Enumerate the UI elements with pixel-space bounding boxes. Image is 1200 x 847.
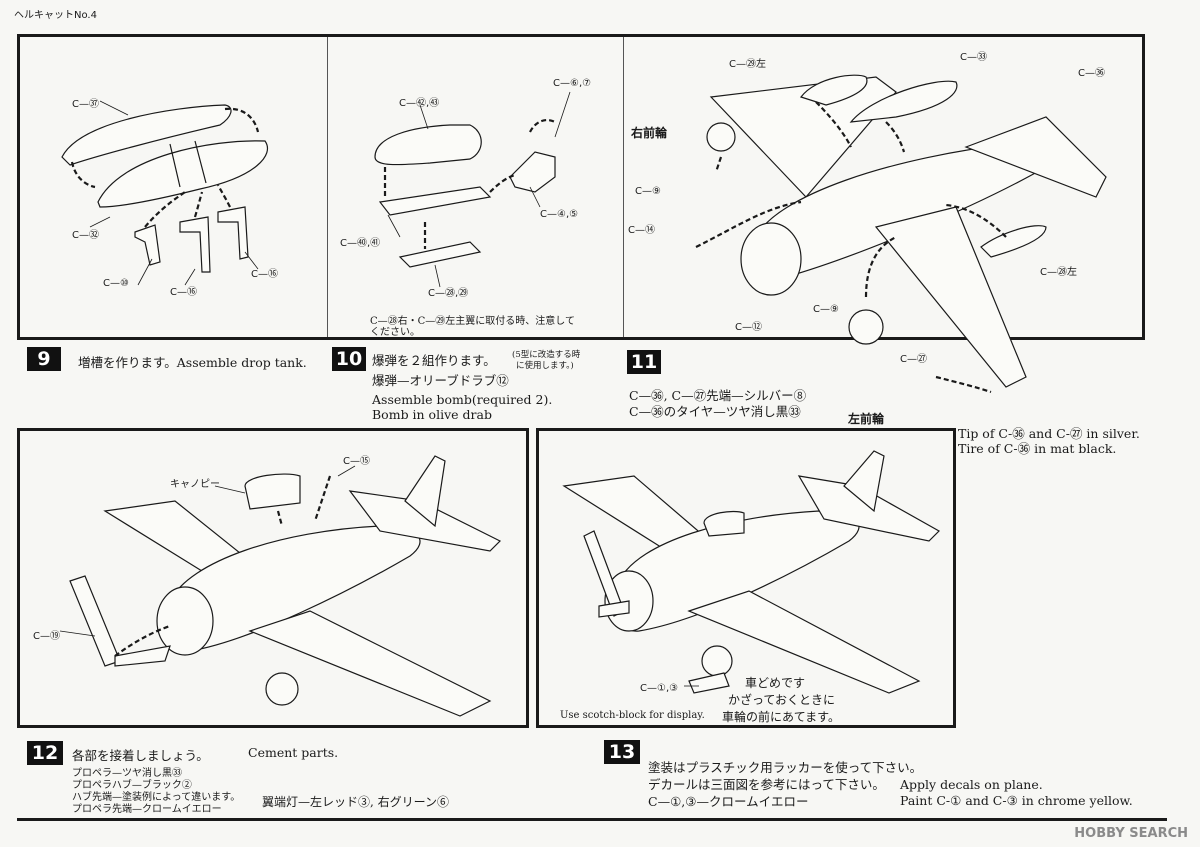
step12-note-3: ハブ先端—塗装例によって違います。 [72, 792, 241, 803]
step13-eng2: Paint C-① and C-③ in chrome yellow. [900, 793, 1133, 808]
step13-line1: 塗装はプラスチック用ラッカーを使って下さい。 [648, 760, 923, 775]
step10-note-1: (5型に改造する時 [512, 350, 581, 360]
step11-eng1: Tip of C-㊱ and C-㉗ in silver. [958, 426, 1140, 441]
step13-chock-jp-3: 車輪の前にあてます。 [722, 710, 840, 724]
drop-tank-illustration [61, 100, 269, 286]
step12-label-c19: C—⑲ [33, 631, 60, 642]
bomb-illustration [374, 91, 571, 288]
step10-line1: 爆弾を２組作ります。 [372, 353, 496, 368]
step10-line2: 爆弾—オリーブドラブ⑫ [372, 373, 509, 388]
assembly-aircraft-illustration [59, 455, 502, 717]
step10-caution-line2: ください。 [370, 327, 420, 338]
step10-line4: Bomb in olive drab [372, 407, 492, 422]
step11-label-c27: C—㉗ [900, 354, 927, 365]
step13-eng1: Apply decals on plane. [900, 777, 1043, 792]
step12-wingtip: 翼端灯—左レッド③, 右グリーン⑥ [262, 795, 450, 809]
step11-label-c29-left: C—㉙左 [729, 59, 766, 70]
step9-label-c32: C—㉜ [72, 230, 99, 241]
step10-label-c4-5: C—④,⑤ [540, 209, 579, 220]
step12-note-4: プロペラ先端—クロームイエロー [72, 804, 222, 815]
header-label: ヘルキャットNo.4 [14, 10, 97, 21]
step13-chock-jp-1: 車どめです [745, 676, 806, 690]
step12-label-c15: C—⑮ [343, 456, 370, 467]
step12-note-1: プロペラ—ツヤ消し黒㉝ [72, 768, 182, 779]
step10-caution-line1: C—㉘右・C—㉙左主翼に取付る時、注意して [370, 316, 576, 327]
step12-line1: 各部を接着しましょう。 [72, 748, 209, 763]
step11-label-c14: C—⑭ [628, 225, 655, 236]
step11-label-c33: C—㉝ [960, 52, 987, 63]
finished-aircraft-illustration [562, 450, 940, 694]
step11-line2: C—㊱のタイヤ—ツヤ消し黒㉝ [629, 404, 801, 419]
step10-label-c40-41: C—㊵,㊶ [340, 238, 381, 249]
aircraft-underside-illustration [695, 74, 1107, 394]
step13-badge: 13 [604, 740, 640, 764]
step9-label-c10: C—⑩ [103, 278, 129, 289]
step10-line3: Assemble bomb(required 2). [372, 392, 553, 407]
step10-label-c28-29: C—㉘,㉙ [428, 288, 469, 299]
step11-eng2: Tire of C-㊱ in mat black. [958, 441, 1117, 456]
step9-label-c16a: C—⑯ [170, 287, 197, 298]
step11-line1: C—㊱, C—㉗先端—シルバー⑧ [629, 388, 807, 403]
step13-label-c1-3: C—①,③ [640, 683, 679, 694]
step10-badge: 10 [332, 347, 366, 371]
step11-badge: 11 [627, 350, 661, 374]
bottom-rule [17, 818, 1167, 821]
step9-text: 増槽を作ります。Assemble drop tank. [78, 355, 307, 370]
step11-label-c9a: C—⑨ [635, 186, 661, 197]
step11-label-left-front-wheel: 左前輪 [848, 412, 885, 426]
step13-chock-en: Use scotch-block for display. [560, 710, 705, 721]
step13-chock-jp-2: かざっておくときに [728, 693, 836, 707]
step12-note-2: プロペラハブ—ブラック② [72, 780, 192, 791]
step9-badge: 9 [27, 347, 61, 371]
step13-line2: デカールは三面図を参考にはって下さい。 [648, 777, 885, 792]
step9-label-c37: C—㊲ [72, 99, 99, 110]
divider-9-10 [327, 37, 328, 337]
step10-label-c42-43: C—㊷,㊸ [399, 98, 440, 109]
step12-badge: 12 [27, 741, 63, 765]
step12-label-canopy: キャノピー [170, 479, 220, 490]
watermark-logo: HOBBY SEARCH [1074, 826, 1188, 841]
step10-label-c6-7: C—⑥,⑦ [553, 78, 592, 89]
step11-label-c12: C—⑫ [735, 322, 762, 333]
divider-10-11 [623, 37, 624, 337]
step10-note-2: に使用します。) [516, 361, 574, 371]
step11-label-c9b: C—⑨ [813, 304, 839, 315]
step13-line3: C—①,③—クロームイエロー [648, 794, 809, 809]
step11-label-c36: C—㊱ [1078, 68, 1105, 79]
step11-label-c28-left: C—㉘左 [1040, 267, 1077, 278]
step12-eng: Cement parts. [248, 745, 339, 760]
step9-label-c16b: C—⑯ [251, 269, 278, 280]
step11-label-right-front-wheel: 右前輪 [631, 126, 668, 140]
